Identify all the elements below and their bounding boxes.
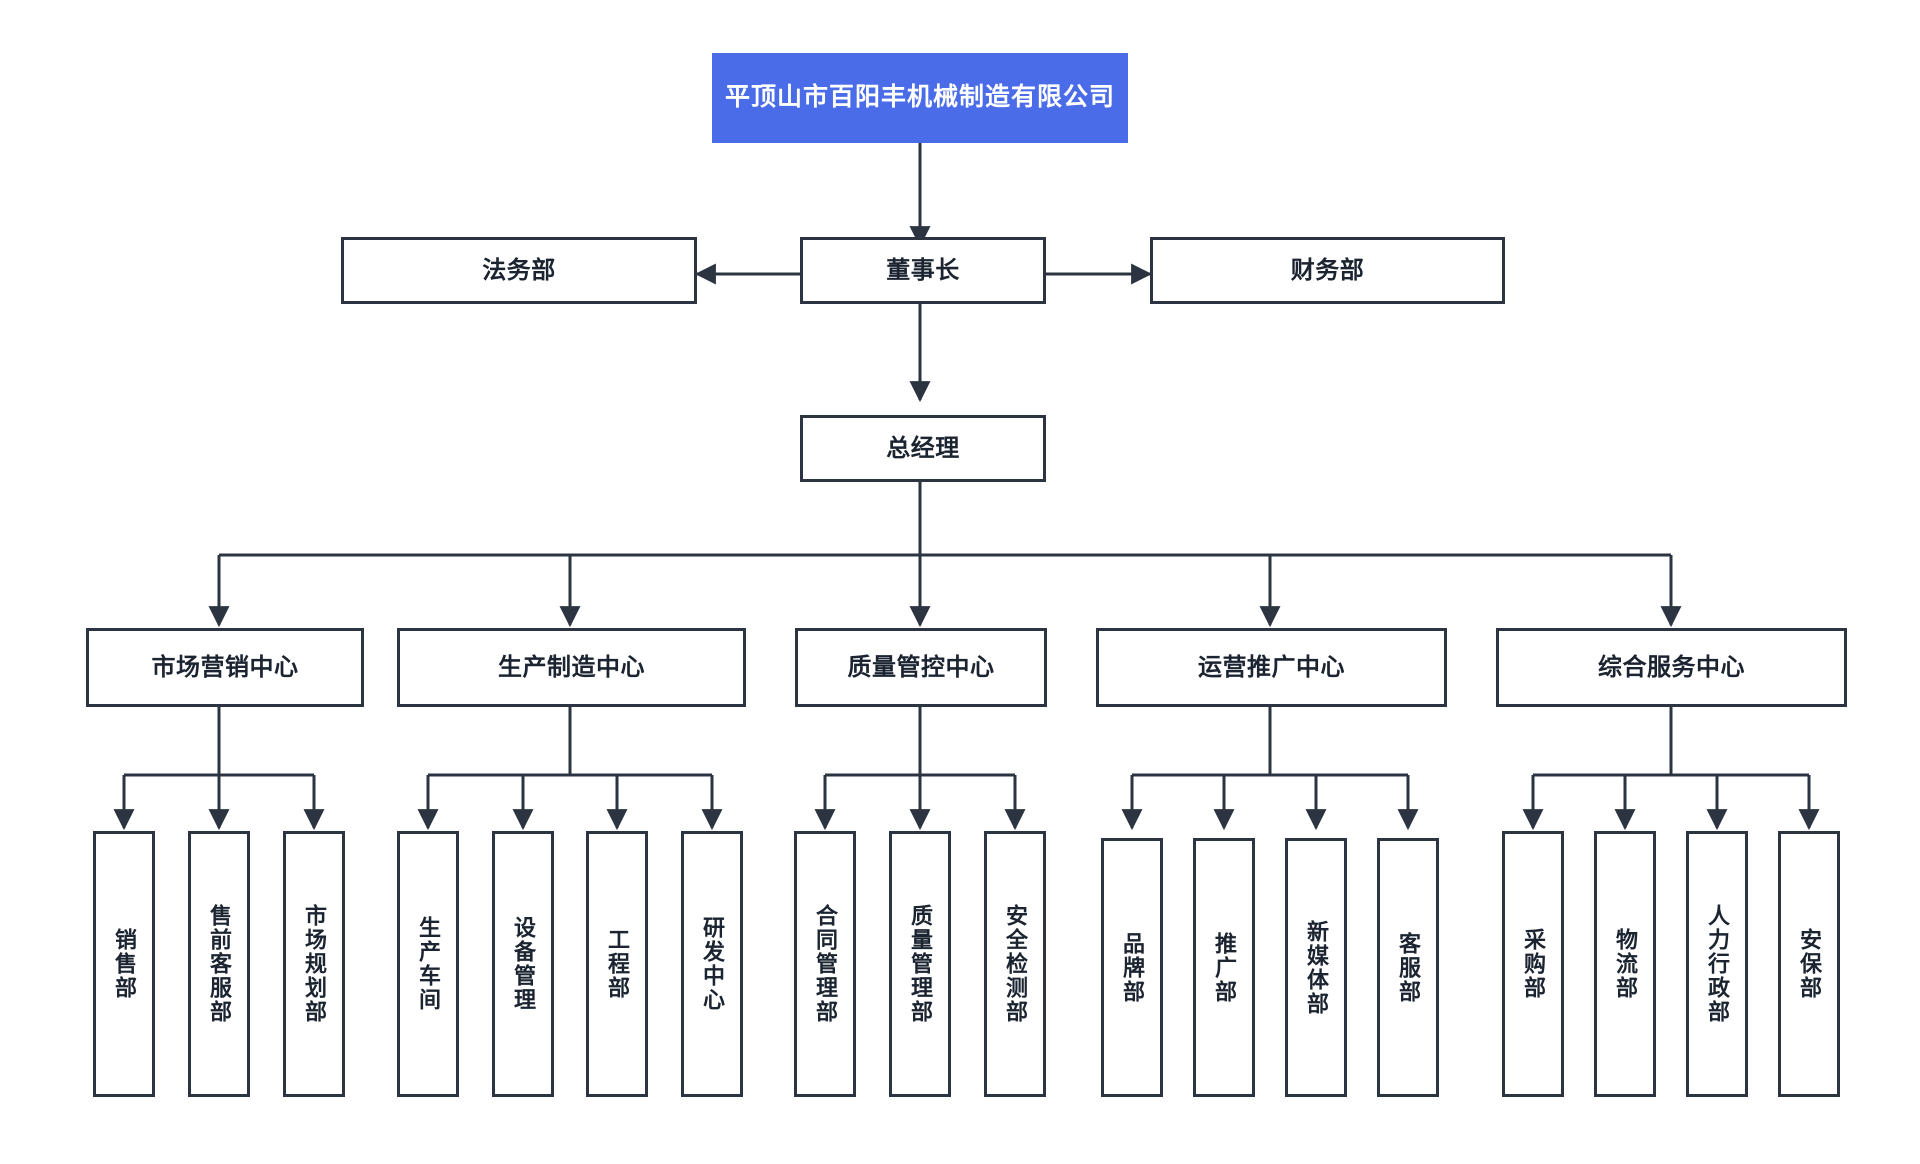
legal-department-label: 法务部 (482, 256, 556, 284)
center-production-label: 生产制造中心 (498, 653, 645, 681)
node-dept-brand[interactable]: 品牌部 (1101, 838, 1163, 1097)
dept-sales-label: 销售部 (111, 928, 137, 1000)
node-center-operations[interactable]: 运营推广中心 (1096, 628, 1447, 707)
node-dept-hr-admin[interactable]: 人力行政部 (1686, 831, 1748, 1097)
node-dept-market-planning[interactable]: 市场规划部 (283, 831, 345, 1097)
dept-safety-inspection-label: 安全检测部 (1002, 904, 1028, 1024)
node-dept-security[interactable]: 安保部 (1778, 831, 1840, 1097)
node-dept-customer-service[interactable]: 客服部 (1377, 838, 1439, 1097)
node-center-services[interactable]: 综合服务中心 (1496, 628, 1847, 707)
dept-brand-label: 品牌部 (1119, 931, 1145, 1004)
dept-contract-management-label: 合同管理部 (812, 904, 838, 1024)
center-quality-label: 质量管控中心 (847, 653, 995, 681)
node-dept-sales[interactable]: 销售部 (93, 831, 155, 1097)
node-chairman[interactable]: 董事长 (800, 237, 1046, 304)
node-dept-safety-inspection[interactable]: 安全检测部 (984, 831, 1046, 1097)
dept-security-label: 安保部 (1796, 928, 1822, 1000)
dept-presales-service-label: 售前客服部 (206, 904, 232, 1024)
node-finance-department[interactable]: 财务部 (1150, 237, 1505, 304)
dept-market-planning-label: 市场规划部 (301, 904, 327, 1024)
node-general-manager[interactable]: 总经理 (800, 415, 1046, 482)
dept-procurement-label: 采购部 (1520, 928, 1546, 1000)
center-operations-label: 运营推广中心 (1198, 653, 1345, 681)
dept-promotion-label: 推广部 (1211, 931, 1237, 1004)
node-legal-department[interactable]: 法务部 (341, 237, 697, 304)
general-manager-label: 总经理 (886, 434, 960, 462)
node-dept-presales-service[interactable]: 售前客服部 (188, 831, 250, 1097)
dept-new-media-label: 新媒体部 (1303, 919, 1329, 1016)
node-dept-equipment[interactable]: 设备管理 (492, 831, 554, 1097)
node-dept-new-media[interactable]: 新媒体部 (1285, 838, 1347, 1097)
dept-quality-management-label: 质量管理部 (907, 904, 933, 1024)
dept-equipment-label: 设备管理 (510, 916, 536, 1012)
node-dept-promotion[interactable]: 推广部 (1193, 838, 1255, 1097)
center-marketing-label: 市场营销中心 (151, 653, 299, 681)
center-services-label: 综合服务中心 (1598, 653, 1745, 681)
node-dept-contract-management[interactable]: 合同管理部 (794, 831, 856, 1097)
dept-workshop-label: 生产车间 (415, 916, 441, 1012)
dept-engineering-label: 工程部 (604, 928, 630, 1000)
node-center-quality[interactable]: 质量管控中心 (795, 628, 1047, 707)
chairman-label: 董事长 (886, 256, 960, 284)
dept-hr-admin-label: 人力行政部 (1704, 904, 1730, 1024)
node-dept-engineering[interactable]: 工程部 (586, 831, 648, 1097)
node-dept-quality-management[interactable]: 质量管理部 (889, 831, 951, 1097)
dept-customer-service-label: 客服部 (1395, 931, 1421, 1004)
node-company-root[interactable]: 平顶山市百阳丰机械制造有限公司 (712, 53, 1128, 143)
node-dept-logistics[interactable]: 物流部 (1594, 831, 1656, 1097)
node-center-marketing[interactable]: 市场营销中心 (86, 628, 364, 707)
node-dept-procurement[interactable]: 采购部 (1502, 831, 1564, 1097)
node-dept-rnd-center[interactable]: 研发中心 (681, 831, 743, 1097)
dept-rnd-center-label: 研发中心 (699, 916, 725, 1012)
node-dept-workshop[interactable]: 生产车间 (397, 831, 459, 1097)
dept-logistics-label: 物流部 (1612, 928, 1638, 1000)
finance-department-label: 财务部 (1290, 256, 1365, 284)
node-center-production[interactable]: 生产制造中心 (397, 628, 746, 707)
company-root-label: 平顶山市百阳丰机械制造有限公司 (724, 83, 1115, 112)
